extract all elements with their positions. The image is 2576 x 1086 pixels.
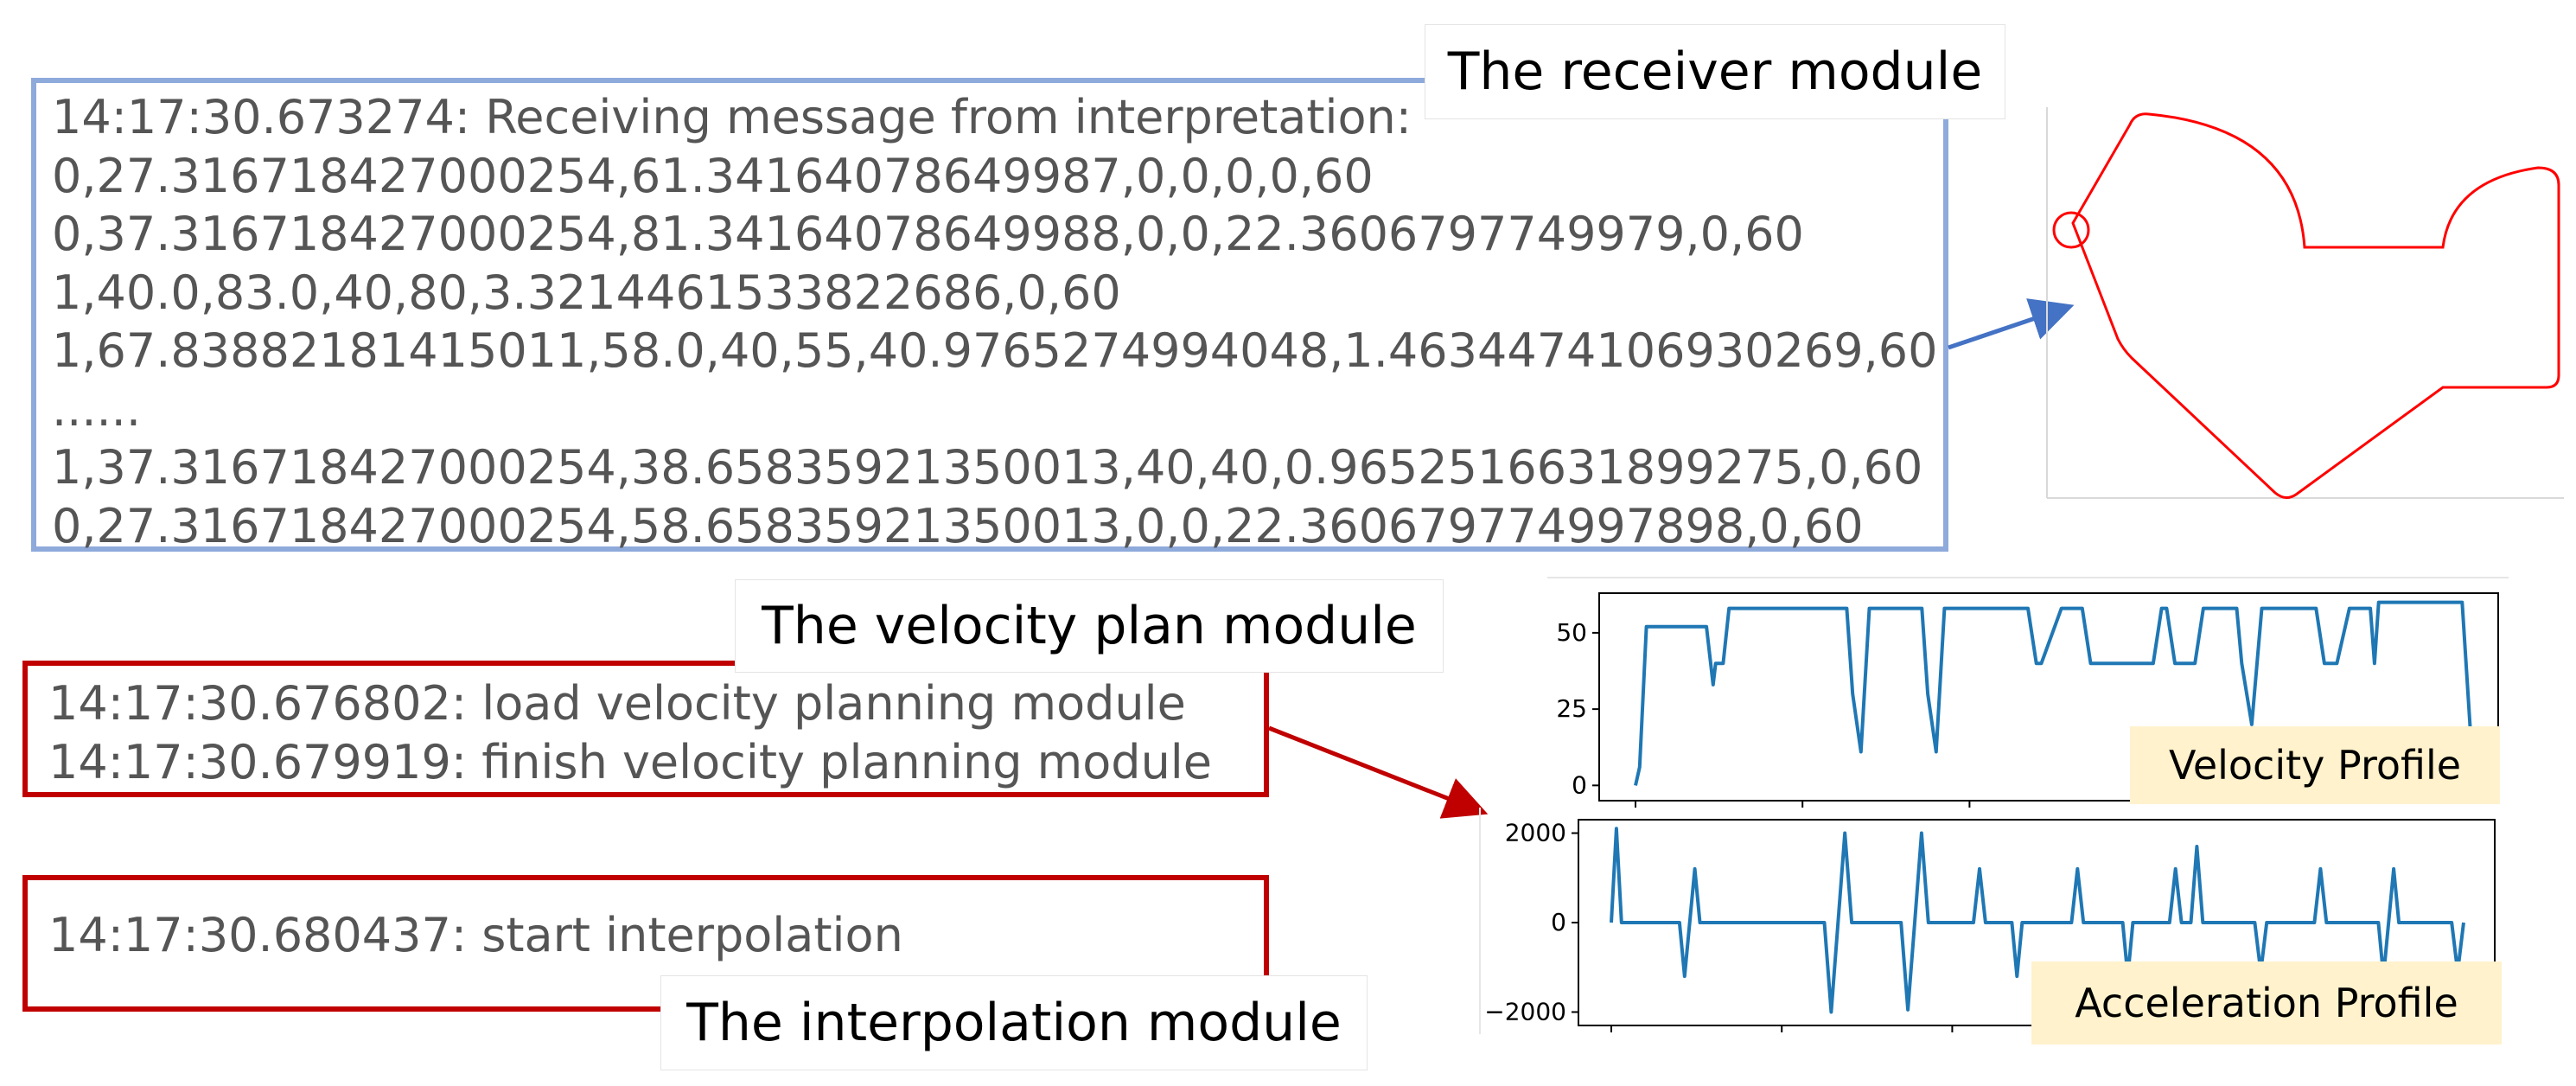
log-line: 14:17:30.676802: load velocity planning … [48, 676, 1186, 731]
y-tick-label: 25 [1556, 694, 1587, 723]
velocity-log-lines: 14:17:30.676802: load velocity planning … [48, 674, 1212, 792]
log-line: 1,40.0,83.0,40,80,3.3214461533822686,0,6… [52, 265, 1121, 320]
log-line: 0,27.316718427000254,58.65835921350013,0… [52, 498, 1864, 553]
receiver-module-label: The receiver module [1425, 24, 2005, 119]
log-line: 14:17:30.680437: start interpolation [48, 908, 903, 962]
log-line: 0,37.316718427000254,81.34164078649988,0… [52, 207, 1804, 261]
velocity-log-box: 14:17:30.676802: load velocity planning … [22, 661, 1269, 797]
velocity-to-plots-arrow [1268, 725, 1489, 819]
receiver-log-box: 14:17:30.673274: Receiving message from … [31, 78, 1948, 555]
y-tick-label: 50 [1556, 618, 1587, 647]
log-line: 14:17:30.679919: finish velocity plannin… [48, 735, 1213, 789]
y-tick-label: 2000 [1505, 819, 1566, 847]
y-tick-label: 0 [1551, 908, 1566, 936]
velocity-profile-chart: 0 25 50 [1547, 577, 2509, 808]
velocity-profile-label: Velocity Profile [2130, 726, 2500, 804]
log-line: 14:17:30.673274: Receiving message from … [52, 90, 1412, 144]
series-line [1610, 827, 2465, 1014]
plot-frame [1598, 592, 2499, 802]
interpolation-module-label: The interpolation module [660, 975, 1368, 1070]
log-line: 1,37.316718427000254,38.65835921350013,4… [52, 440, 1923, 495]
log-line: 0,27.316718427000254,61.34164078649987,0… [52, 148, 1374, 203]
log-line: 1,67.83882181415011,58.0,40,55,40.976527… [52, 323, 1938, 378]
toolpath-figure [2046, 107, 2564, 499]
receiver-log-lines: 14:17:30.673274: Receiving message from … [52, 88, 1938, 555]
acceleration-profile-label: Acceleration Profile [2031, 961, 2502, 1044]
velocity-module-label: The velocity plan module [735, 579, 1444, 673]
y-tick-label: −2000 [1484, 997, 1566, 1025]
interpolation-log-lines: 14:17:30.680437: start interpolation [48, 906, 903, 965]
series-line [1634, 600, 2472, 786]
toolpath-outline [2071, 112, 2560, 499]
acceleration-profile-chart: −2000 0 2000 [1479, 808, 2496, 1034]
y-tick-label: 0 [1572, 770, 1587, 799]
log-line: ...... [52, 381, 141, 437]
start-point-circle [2052, 211, 2090, 249]
